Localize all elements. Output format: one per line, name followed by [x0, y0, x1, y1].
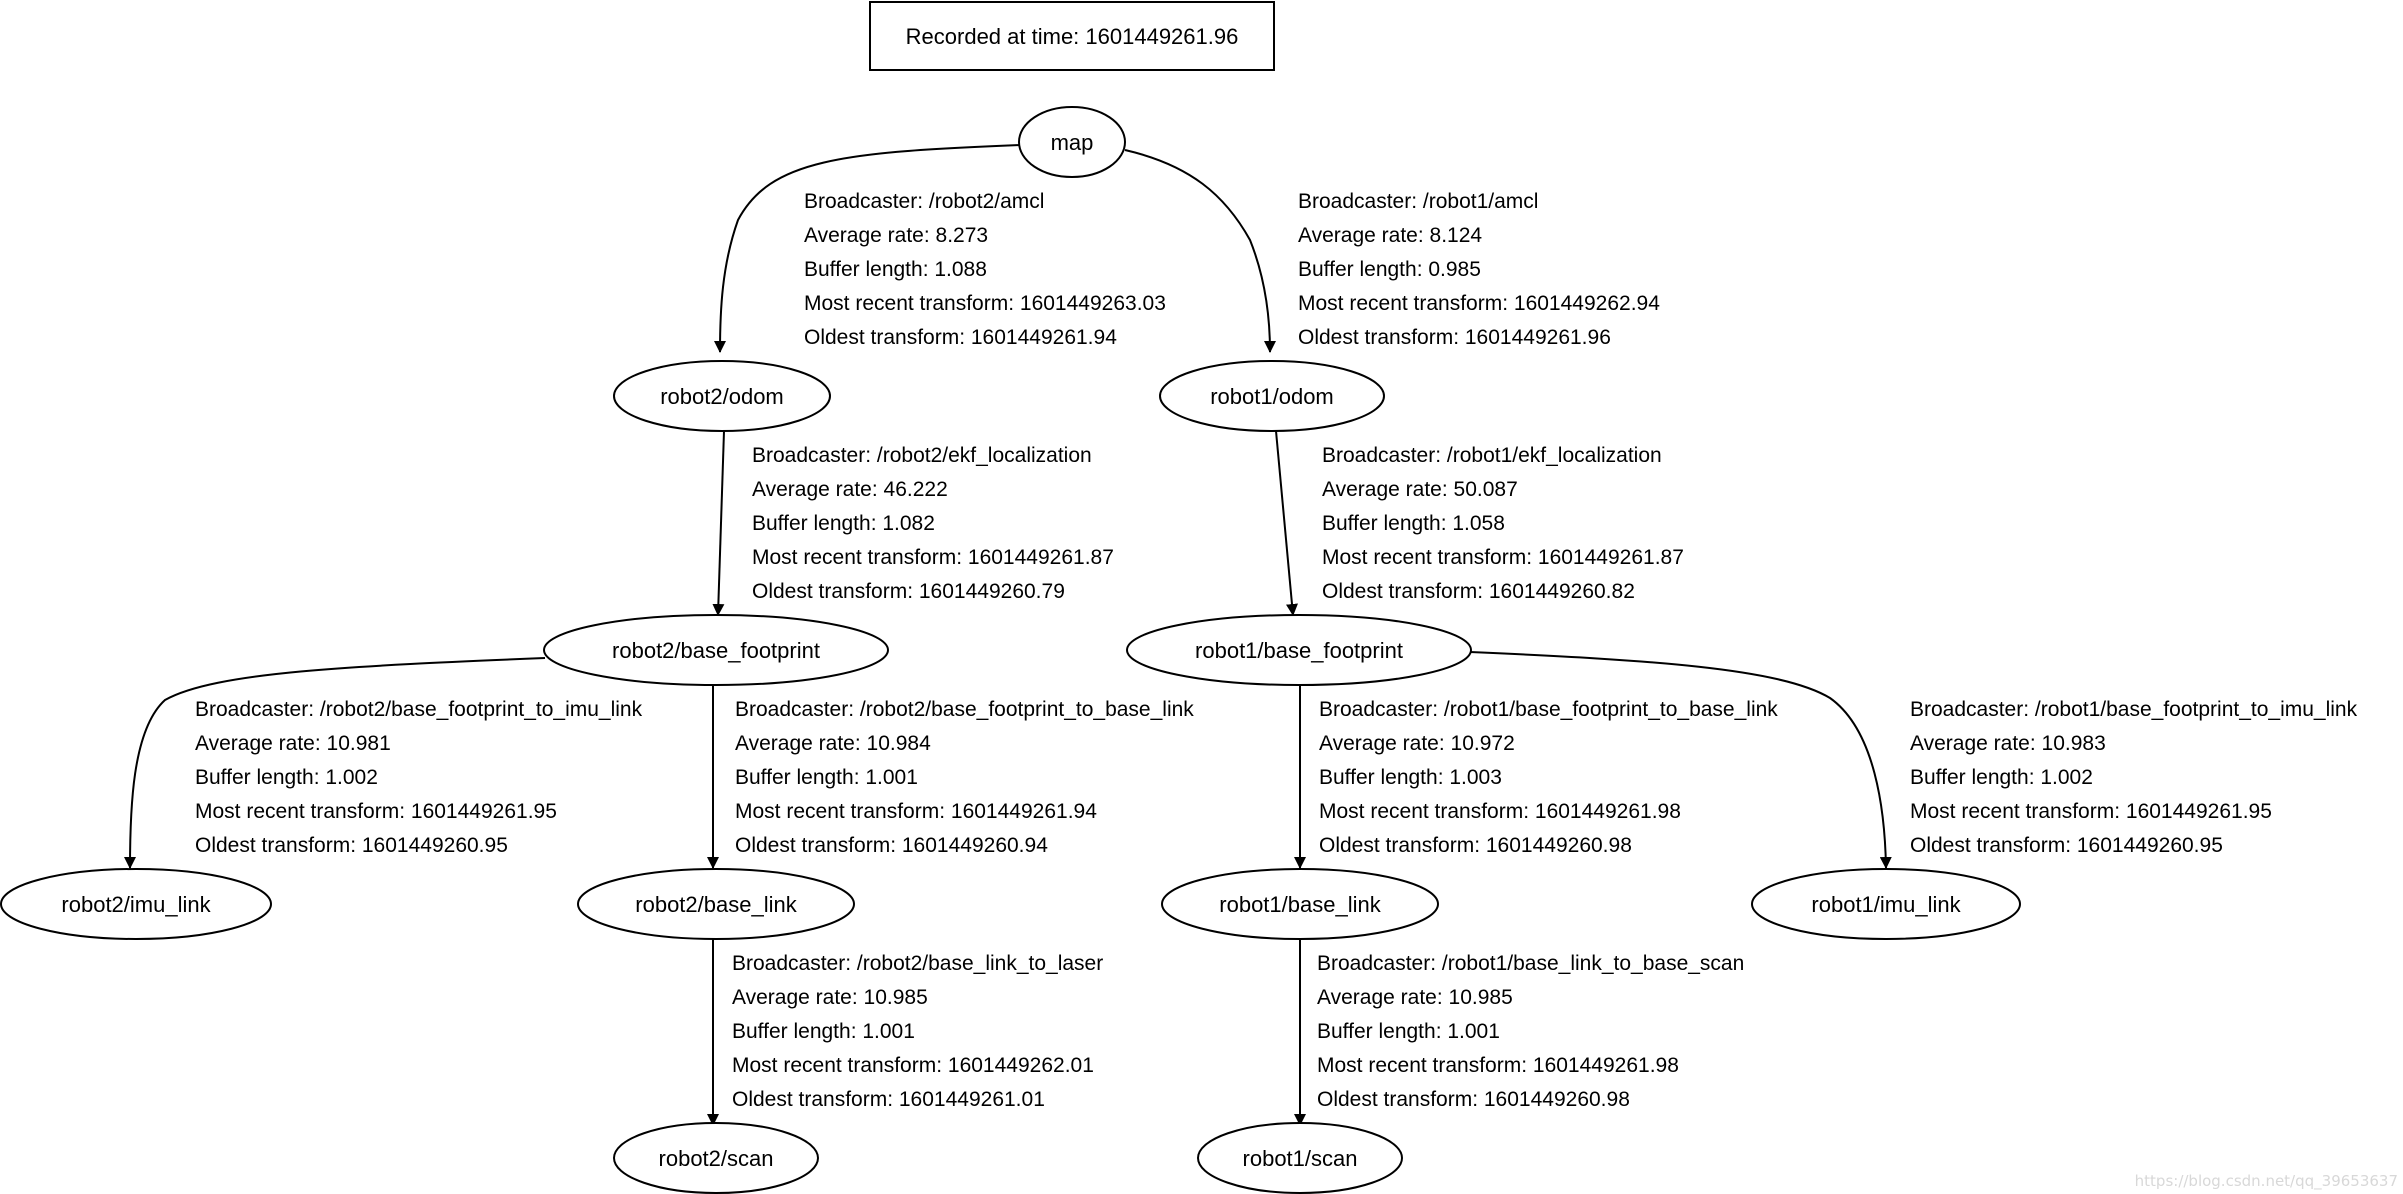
edge-robot1-odom-footprint: [1275, 430, 1298, 616]
buffer-label: Buffer length: 1.002: [195, 766, 378, 789]
recent-label: Most recent transform: 1601449261.87: [1322, 546, 1684, 569]
buffer-label: Buffer length: 1.001: [732, 1020, 915, 1043]
rate-label: Average rate: 50.087: [1322, 478, 1518, 501]
buffer-label: Buffer length: 1.001: [735, 766, 918, 789]
broadcaster-label: Broadcaster: /robot2/base_footprint_to_b…: [735, 698, 1194, 721]
broadcaster-label: Broadcaster: /robot1/base_link_to_base_s…: [1317, 952, 1744, 975]
edge-label-robot1-footprint-base: Broadcaster: /robot1/base_footprint_to_b…: [1319, 698, 1778, 857]
oldest-label: Oldest transform: 1601449260.94: [735, 834, 1048, 857]
recent-label: Most recent transform: 1601449263.03: [804, 292, 1166, 315]
buffer-label: Buffer length: 1.088: [804, 258, 987, 281]
buffer-label: Buffer length: 1.001: [1317, 1020, 1500, 1043]
node-robot1-imu-link: robot1/imu_link: [1751, 868, 2021, 940]
oldest-label: Oldest transform: 1601449260.98: [1319, 834, 1632, 857]
edge-label-map-robot1-odom: Broadcaster: /robot1/amcl Average rate: …: [1298, 190, 1660, 349]
rate-label: Average rate: 10.985: [732, 986, 928, 1009]
edge-robot2-footprint-imu: [124, 657, 546, 869]
recent-label: Most recent transform: 1601449261.87: [752, 546, 1114, 569]
edge-label-robot1-footprint-imu: Broadcaster: /robot1/base_footprint_to_i…: [1910, 698, 2358, 857]
edge-robot1-footprint-imu: [1469, 651, 1892, 869]
node-label: robot1/scan: [1243, 1146, 1358, 1171]
buffer-label: Buffer length: 0.985: [1298, 258, 1481, 281]
edges: [124, 144, 1892, 1126]
rate-label: Average rate: 10.972: [1319, 732, 1515, 755]
watermark-text: https://blog.csdn.net/qq_39653637: [2135, 1172, 2398, 1191]
oldest-label: Oldest transform: 1601449260.95: [195, 834, 508, 857]
node-label: map: [1051, 130, 1094, 155]
recent-label: Most recent transform: 1601449261.98: [1317, 1054, 1679, 1077]
recent-label: Most recent transform: 1601449261.95: [1910, 800, 2272, 823]
oldest-label: Oldest transform: 1601449260.98: [1317, 1088, 1630, 1111]
rate-label: Average rate: 10.985: [1317, 986, 1513, 1009]
node-robot2-scan: robot2/scan: [613, 1122, 819, 1194]
buffer-label: Buffer length: 1.058: [1322, 512, 1505, 535]
edge-label-robot2-odom-footprint: Broadcaster: /robot2/ekf_localization Av…: [752, 444, 1114, 603]
buffer-label: Buffer length: 1.002: [1910, 766, 2093, 789]
node-robot1-base-link: robot1/base_link: [1161, 868, 1439, 940]
edge-label-robot1-odom-footprint: Broadcaster: /robot1/ekf_localization Av…: [1322, 444, 1684, 603]
rate-label: Average rate: 8.124: [1298, 224, 1482, 247]
oldest-label: Oldest transform: 1601449260.95: [1910, 834, 2223, 857]
recent-label: Most recent transform: 1601449261.98: [1319, 800, 1681, 823]
node-robot2-base-link: robot2/base_link: [577, 868, 855, 940]
rate-label: Average rate: 10.981: [195, 732, 391, 755]
oldest-label: Oldest transform: 1601449260.82: [1322, 580, 1635, 603]
node-robot1-odom: robot1/odom: [1159, 360, 1385, 432]
edge-map-robot1-odom: [1124, 149, 1276, 353]
recent-label: Most recent transform: 1601449262.01: [732, 1054, 1094, 1077]
node-label: robot2/odom: [660, 384, 784, 409]
node-label: robot1/imu_link: [1811, 892, 1961, 917]
buffer-label: Buffer length: 1.003: [1319, 766, 1502, 789]
broadcaster-label: Broadcaster: /robot1/base_footprint_to_i…: [1910, 698, 2358, 721]
node-label: robot2/base_footprint: [612, 638, 820, 663]
rate-label: Average rate: 8.273: [804, 224, 988, 247]
buffer-label: Buffer length: 1.082: [752, 512, 935, 535]
broadcaster-label: Broadcaster: /robot1/amcl: [1298, 190, 1538, 213]
recent-label: Most recent transform: 1601449262.94: [1298, 292, 1660, 315]
node-label: robot1/base_link: [1219, 892, 1381, 917]
recorded-time-box: Recorded at time: 1601449261.96: [869, 1, 1275, 71]
oldest-label: Oldest transform: 1601449261.01: [732, 1088, 1045, 1111]
edge-label-robot2-base-scan: Broadcaster: /robot2/base_link_to_laser …: [732, 952, 1103, 1111]
broadcaster-label: Broadcaster: /robot2/ekf_localization: [752, 444, 1092, 467]
node-label: robot2/imu_link: [61, 892, 211, 917]
broadcaster-label: Broadcaster: /robot2/amcl: [804, 190, 1044, 213]
node-robot1-base-footprint: robot1/base_footprint: [1126, 614, 1472, 686]
edge-label-robot2-footprint-imu: Broadcaster: /robot2/base_footprint_to_i…: [195, 698, 643, 857]
broadcaster-label: Broadcaster: /robot2/base_footprint_to_i…: [195, 698, 643, 721]
node-label: robot2/base_link: [635, 892, 797, 917]
edge-label-robot2-footprint-base: Broadcaster: /robot2/base_footprint_to_b…: [735, 698, 1194, 857]
node-robot2-base-footprint: robot2/base_footprint: [543, 614, 889, 686]
rate-label: Average rate: 10.984: [735, 732, 931, 755]
recent-label: Most recent transform: 1601449261.95: [195, 800, 557, 823]
rate-label: Average rate: 10.983: [1910, 732, 2106, 755]
oldest-label: Oldest transform: 1601449261.94: [804, 326, 1117, 349]
broadcaster-label: Broadcaster: /robot2/base_link_to_laser: [732, 952, 1103, 975]
node-label: robot1/odom: [1210, 384, 1334, 409]
broadcaster-label: Broadcaster: /robot1/ekf_localization: [1322, 444, 1662, 467]
oldest-label: Oldest transform: 1601449261.96: [1298, 326, 1611, 349]
edge-label-robot1-base-scan: Broadcaster: /robot1/base_link_to_base_s…: [1317, 952, 1744, 1111]
node-label: robot1/base_footprint: [1195, 638, 1403, 663]
edge-label-map-robot2-odom: Broadcaster: /robot2/amcl Average rate: …: [804, 190, 1166, 349]
recent-label: Most recent transform: 1601449261.94: [735, 800, 1097, 823]
oldest-label: Oldest transform: 1601449260.79: [752, 580, 1065, 603]
node-label: robot2/scan: [659, 1146, 774, 1171]
edge-robot2-odom-footprint: [712, 430, 725, 616]
node-map: map: [1018, 106, 1126, 178]
broadcaster-label: Broadcaster: /robot1/base_footprint_to_b…: [1319, 698, 1778, 721]
edge-map-robot2-odom: [714, 144, 1021, 353]
node-robot1-scan: robot1/scan: [1197, 1122, 1403, 1194]
recorded-time-label: Recorded at time: 1601449261.96: [906, 24, 1239, 49]
node-robot2-imu-link: robot2/imu_link: [0, 868, 272, 940]
node-robot2-odom: robot2/odom: [613, 360, 831, 432]
rate-label: Average rate: 46.222: [752, 478, 948, 501]
